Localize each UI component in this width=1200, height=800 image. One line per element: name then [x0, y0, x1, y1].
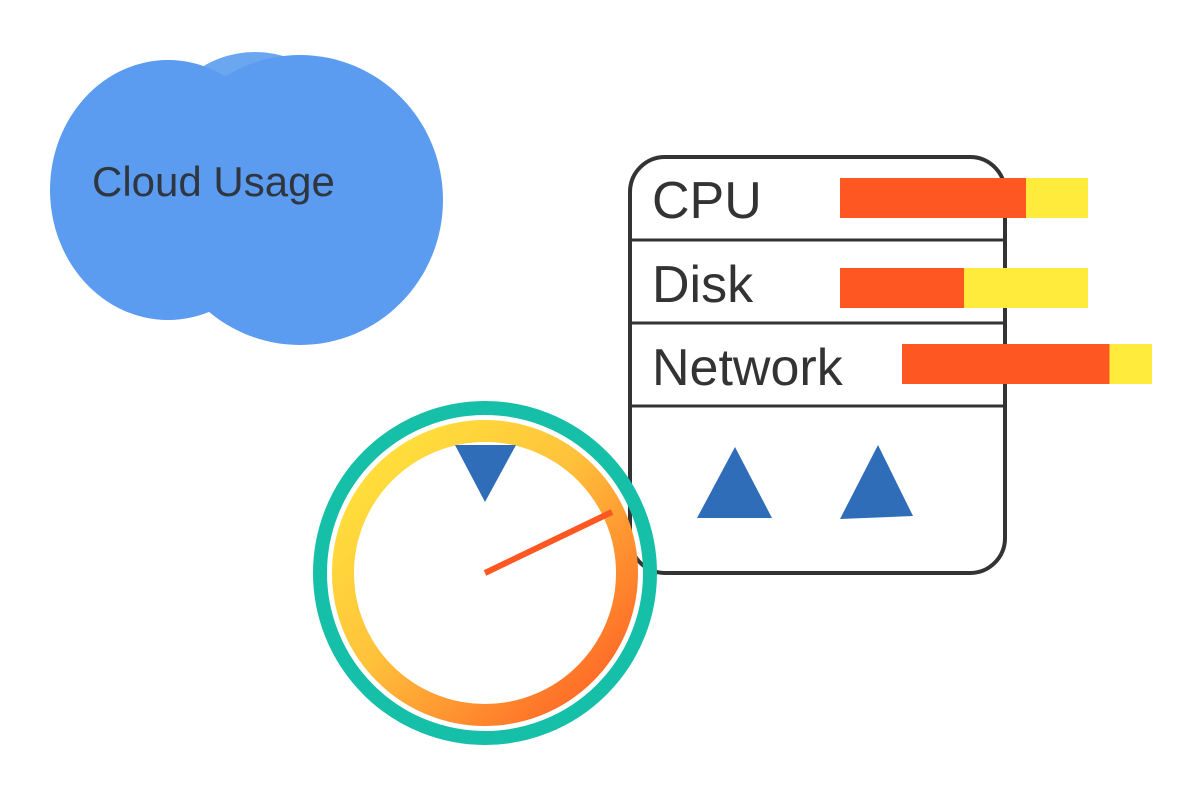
gauge-outer-ring: [313, 401, 657, 745]
up-triangle-icon: [697, 447, 772, 518]
disk-bar-fill: [840, 268, 964, 308]
gauge-needle: [483, 509, 614, 576]
metric-label-cpu: CPU: [652, 172, 762, 230]
gauge-marker-icon: [455, 445, 516, 502]
metrics-panel: CPU Disk Network: [628, 155, 1152, 575]
speed-gauge: [313, 401, 657, 745]
gauge-gradient-ring: [332, 420, 638, 726]
cloud-usage-label: Cloud Usage: [92, 158, 335, 205]
cpu-bar-fill: [840, 178, 1026, 218]
metric-label-network: Network: [652, 339, 844, 397]
up-triangle-icon: [840, 445, 913, 519]
cloud-shape: [50, 52, 443, 345]
metric-label-disk: Disk: [652, 256, 754, 314]
network-bar-fill: [902, 344, 1110, 384]
